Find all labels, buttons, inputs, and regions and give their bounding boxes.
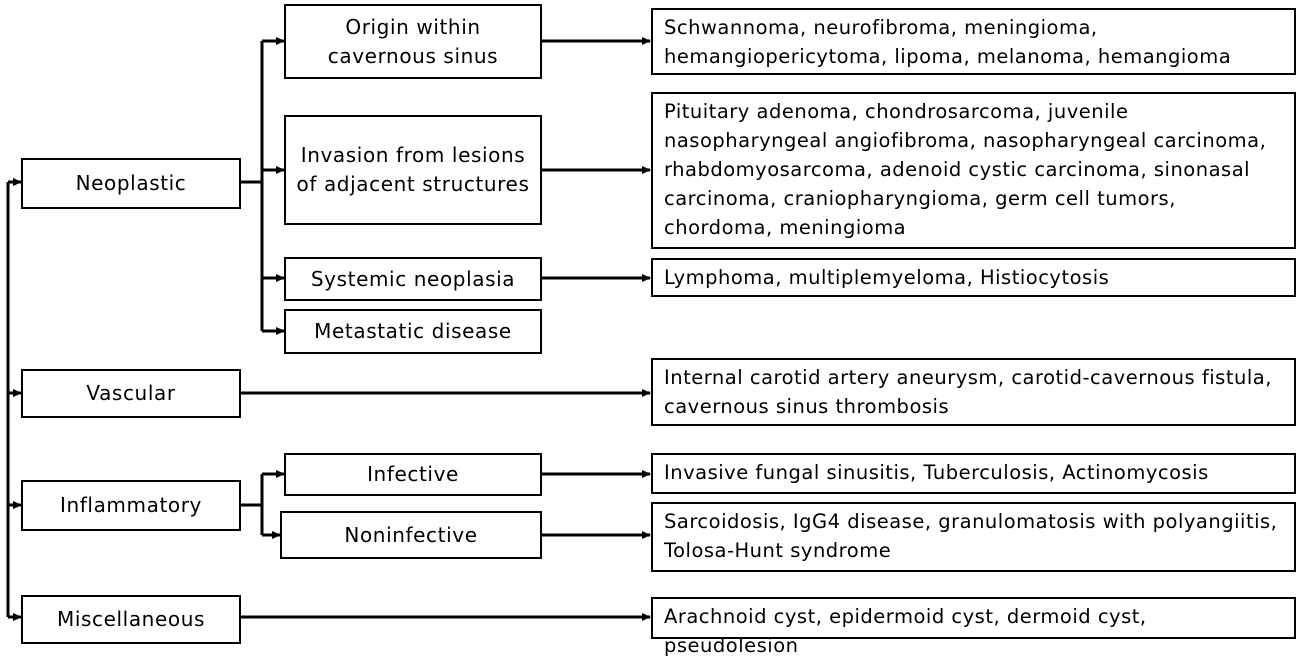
- category-vascular-label: Vascular: [86, 381, 176, 405]
- examples-infective: Invasive fungal sinusitis, Tuberculosis,…: [651, 453, 1296, 494]
- examples-origin-text: Schwannoma, neurofibroma, meningioma, he…: [664, 16, 1232, 68]
- subcategory-origin: Origin within cavernous sinus: [284, 4, 542, 79]
- examples-invasion: Pituitary adenoma, chondrosarcoma, juven…: [651, 92, 1296, 249]
- category-vascular: Vascular: [21, 369, 241, 418]
- subcategory-origin-label: Origin within cavernous sinus: [327, 14, 499, 68]
- category-miscellaneous-label: Miscellaneous: [56, 607, 205, 631]
- subcategory-noninfective: Noninfective: [280, 511, 542, 559]
- examples-vascular-text: Internal carotid artery aneurysm, caroti…: [664, 366, 1272, 418]
- examples-systemic-text: Lymphoma, multiplemyeloma, Histiocytosis: [664, 266, 1110, 289]
- connector-lines: [6, 37, 651, 621]
- examples-miscellaneous-text: Arachnoid cyst, epidermoid cyst, dermoid…: [664, 605, 1147, 657]
- subcategory-invasion-label: Invasion from lesions of adjacent struct…: [296, 143, 530, 196]
- subcategory-systemic: Systemic neoplasia: [284, 257, 542, 301]
- category-miscellaneous: Miscellaneous: [21, 595, 241, 644]
- category-inflammatory: Inflammatory: [21, 480, 241, 531]
- subcategory-infective: Infective: [284, 453, 542, 496]
- subcategory-systemic-label: Systemic neoplasia: [310, 266, 516, 291]
- subcategory-infective-label: Infective: [367, 462, 459, 486]
- examples-systemic: Lymphoma, multiplemyeloma, Histiocytosis: [651, 258, 1296, 297]
- category-neoplastic: Neoplastic: [21, 158, 241, 209]
- subcategory-metastatic-label: Metastatic disease: [314, 319, 512, 343]
- category-inflammatory-label: Inflammatory: [60, 493, 202, 517]
- subcategory-invasion: Invasion from lesions of adjacent struct…: [284, 115, 542, 225]
- examples-origin: Schwannoma, neurofibroma, meningioma, he…: [651, 8, 1296, 75]
- examples-infective-text: Invasive fungal sinusitis, Tuberculosis,…: [664, 461, 1209, 484]
- examples-invasion-text: Pituitary adenoma, chondrosarcoma, juven…: [664, 100, 1267, 239]
- category-neoplastic-label: Neoplastic: [75, 171, 187, 195]
- examples-vascular: Internal carotid artery aneurysm, caroti…: [651, 358, 1296, 426]
- examples-miscellaneous: Arachnoid cyst, epidermoid cyst, dermoid…: [651, 597, 1296, 657]
- examples-noninfective-text: Sarcoidosis, IgG4 disease, granulomatosi…: [664, 510, 1278, 562]
- examples-noninfective: Sarcoidosis, IgG4 disease, granulomatosi…: [651, 502, 1296, 572]
- subcategory-metastatic: Metastatic disease: [284, 309, 542, 354]
- subcategory-noninfective-label: Noninfective: [344, 522, 478, 547]
